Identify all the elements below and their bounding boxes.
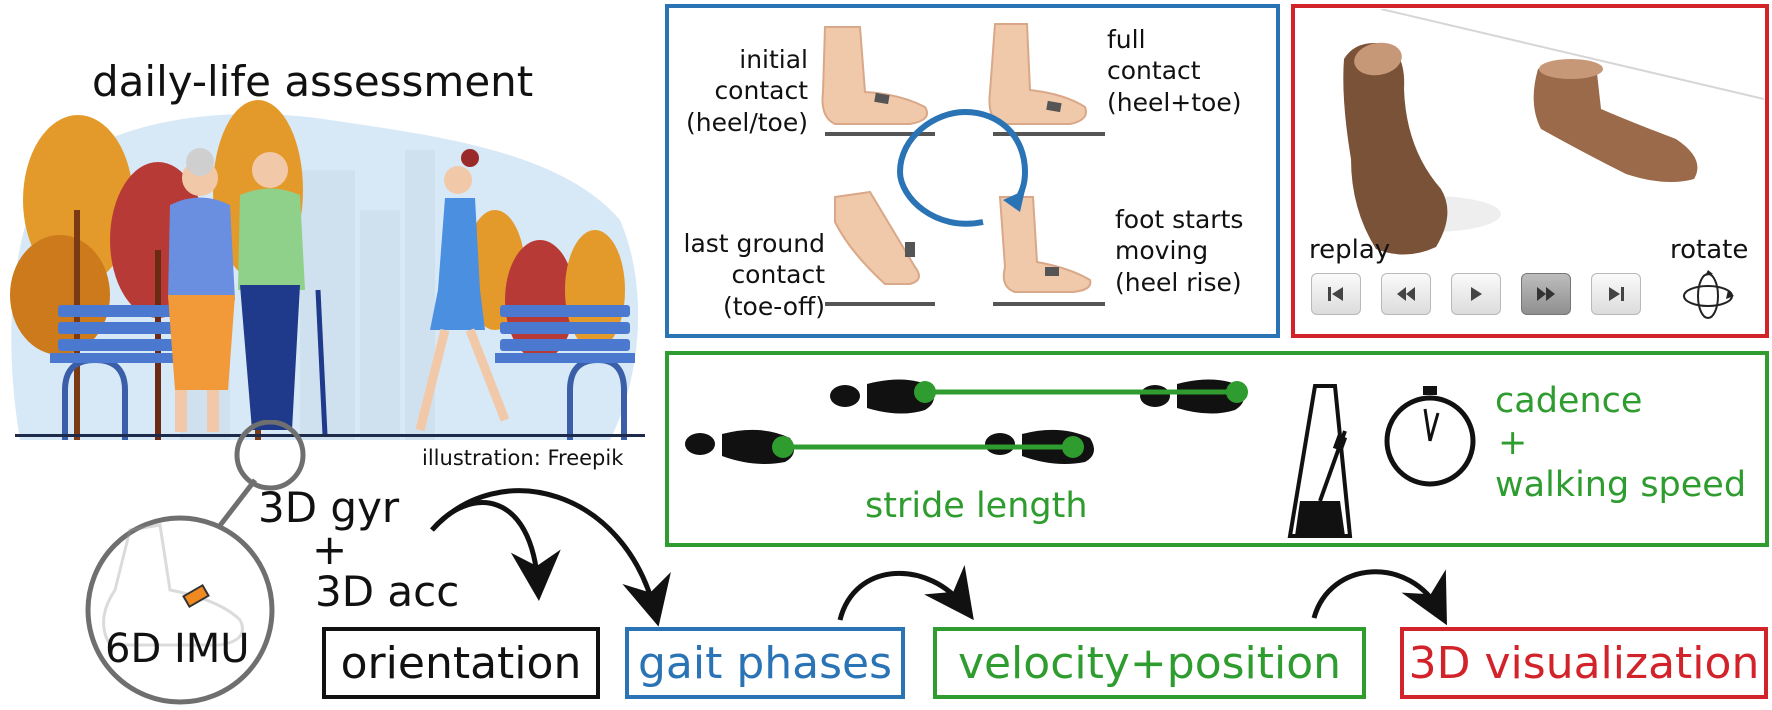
phase-full-contact: full contact (heel+toe) bbox=[1107, 24, 1242, 118]
footprints-diagram bbox=[685, 379, 1476, 538]
pipeline-3d-visualization: 3D visualization bbox=[1400, 627, 1768, 699]
input-gyr: 3D gyr bbox=[258, 483, 400, 532]
play-button[interactable] bbox=[1451, 273, 1501, 315]
park-bench-right bbox=[495, 305, 635, 440]
play-icon bbox=[1471, 287, 1482, 301]
phase-initial-contact: initial contact (heel/toe) bbox=[680, 44, 808, 138]
phase-line: (heel/toe) bbox=[686, 107, 808, 137]
daily-life-illustration bbox=[10, 100, 645, 440]
arrow-to-velocity bbox=[837, 564, 974, 621]
stride-marker bbox=[914, 381, 936, 403]
phase-foot-moving: foot starts moving (heel rise) bbox=[1115, 204, 1243, 298]
skip-forward-button[interactable] bbox=[1591, 273, 1641, 315]
replay-label: replay bbox=[1309, 235, 1391, 265]
phase-line: full bbox=[1107, 25, 1146, 54]
gait-phases-panel bbox=[665, 4, 1280, 338]
phase-line: last ground bbox=[683, 229, 826, 258]
elderly-woman bbox=[168, 148, 235, 432]
rewind-button[interactable] bbox=[1381, 273, 1431, 315]
foot-initial-contact bbox=[821, 26, 935, 136]
phase-line: contact bbox=[731, 260, 825, 290]
imu-magnifier bbox=[85, 420, 306, 705]
stride-panel bbox=[665, 351, 1769, 547]
foot-full-contact bbox=[988, 23, 1105, 136]
phase-line: contact bbox=[1107, 56, 1201, 86]
pipeline-orientation: orientation bbox=[322, 627, 600, 699]
imu-sensor-icon bbox=[182, 583, 210, 609]
stride-marker bbox=[1062, 436, 1084, 458]
fast-forward-icon bbox=[1537, 287, 1555, 301]
skip-back-icon bbox=[1328, 287, 1343, 301]
phase-last-ground-contact: last ground contact (toe-off) bbox=[670, 228, 826, 322]
phase-line: foot starts bbox=[1115, 205, 1244, 234]
rotate-label: rotate bbox=[1670, 235, 1749, 265]
phase-line: initial bbox=[739, 45, 808, 74]
3d-viewport[interactable] bbox=[1296, 9, 1764, 259]
park-bench-left bbox=[50, 305, 200, 440]
phase-line: (heel rise) bbox=[1115, 267, 1242, 297]
input-acc: 3D acc bbox=[315, 567, 460, 616]
pipeline-velocity-position: velocity+position bbox=[933, 627, 1366, 699]
metric-cadence: cadence bbox=[1495, 381, 1643, 421]
stride-marker bbox=[1226, 381, 1248, 403]
metric-walking-speed: walking speed bbox=[1495, 465, 1747, 505]
stride-length-label: stride length bbox=[865, 486, 1088, 526]
3d-foot-model-front bbox=[1343, 42, 1448, 255]
skip-forward-icon bbox=[1609, 287, 1624, 301]
phase-line: (heel+toe) bbox=[1107, 87, 1242, 117]
metronome-icon bbox=[1287, 384, 1353, 538]
arrow-to-gait-phases bbox=[430, 488, 671, 627]
visualization-panel bbox=[1291, 4, 1769, 338]
phase-line: moving bbox=[1115, 236, 1209, 266]
metric-plus: + bbox=[1498, 423, 1528, 463]
assessment-title: daily-life assessment bbox=[92, 57, 534, 106]
rotate-icon[interactable] bbox=[1680, 270, 1736, 322]
walking-woman bbox=[415, 149, 510, 432]
phase-line: (toe-off) bbox=[723, 291, 825, 321]
gait-phase-feet bbox=[821, 23, 1105, 306]
cadence-speed-label: cadence + walking speed bbox=[1495, 380, 1746, 506]
3d-foot-model-side bbox=[1533, 59, 1698, 183]
cycle-arrow-icon bbox=[896, 108, 1029, 227]
foot-last-ground-contact bbox=[825, 190, 935, 306]
imu-label: 6D IMU bbox=[105, 626, 250, 672]
stride-marker bbox=[772, 436, 794, 458]
arrow-to-visualization bbox=[1311, 569, 1448, 626]
elderly-man bbox=[238, 152, 328, 436]
pipeline-gait-phases: gait phases bbox=[625, 627, 905, 699]
skip-back-button[interactable] bbox=[1311, 273, 1361, 315]
foot-heel-rise bbox=[993, 196, 1105, 306]
rewind-icon bbox=[1397, 287, 1415, 301]
input-plus: + bbox=[312, 525, 348, 574]
fast-forward-button[interactable] bbox=[1521, 273, 1571, 315]
phase-line: contact bbox=[714, 76, 808, 106]
illustration-credit: illustration: Freepik bbox=[422, 446, 624, 470]
stopwatch-icon bbox=[1384, 386, 1476, 487]
